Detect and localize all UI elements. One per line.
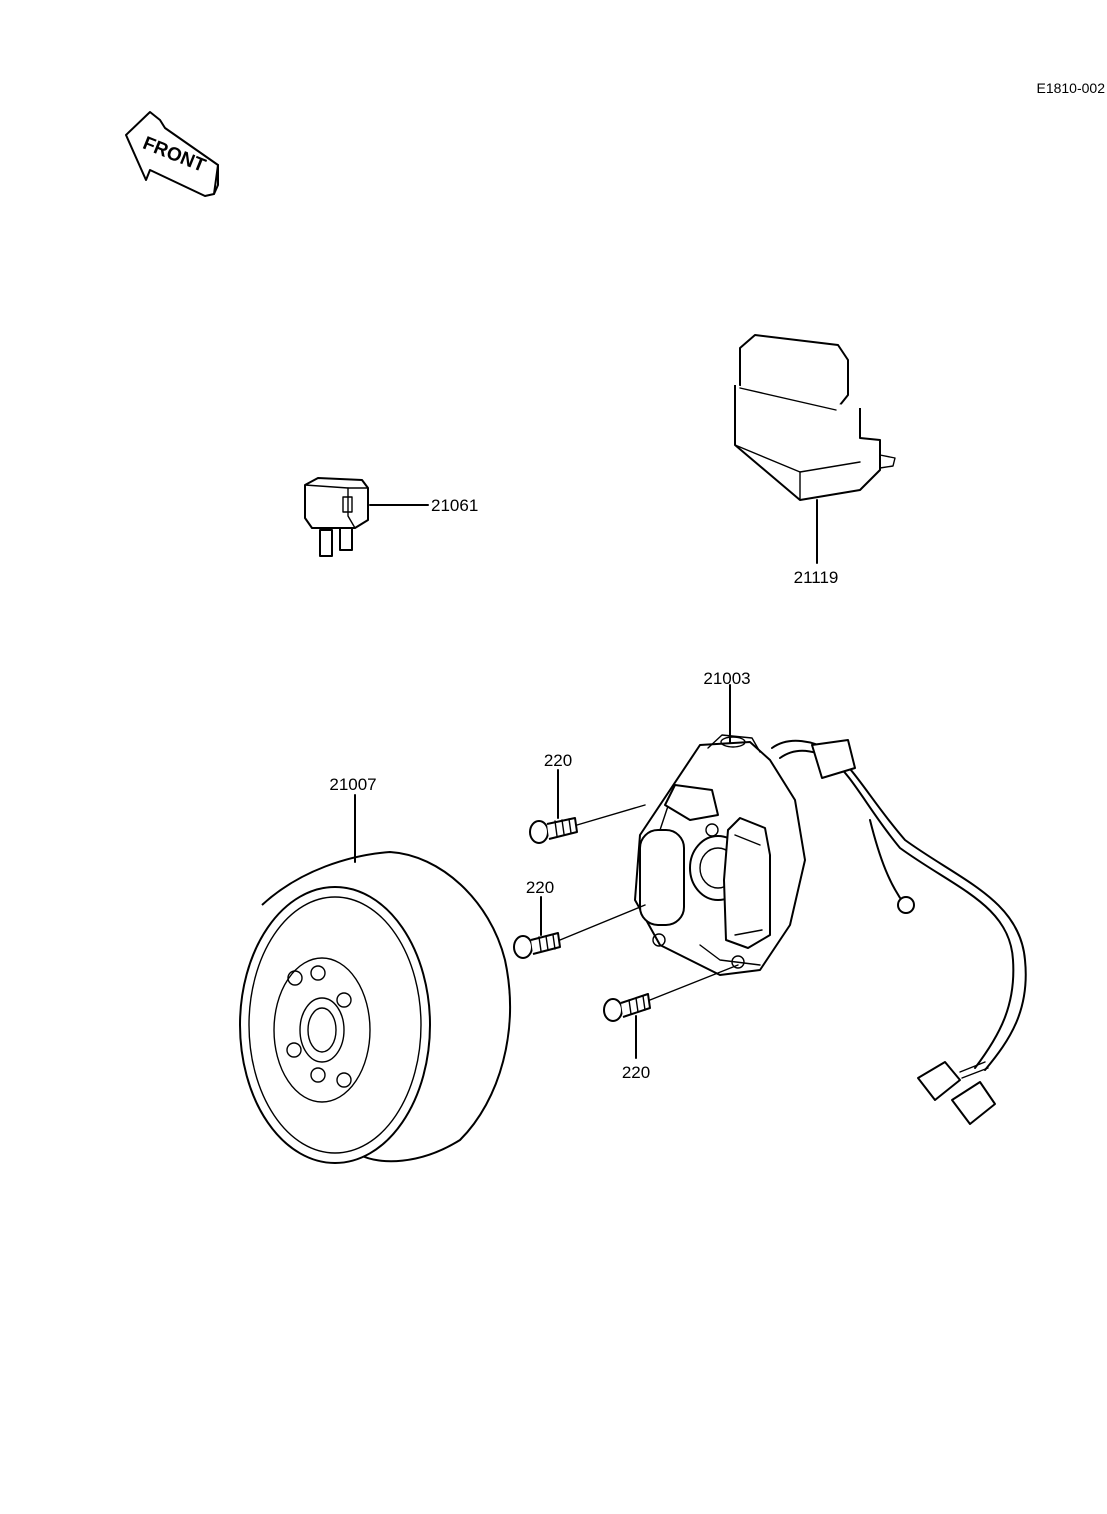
wiring-harness <box>771 739 1027 1125</box>
rotor-part <box>239 794 511 1164</box>
label-220-bottom: 220 <box>622 1063 650 1082</box>
label-21119: 21119 <box>794 568 839 587</box>
label-220-middle: 220 <box>526 878 554 897</box>
diagram-code: E1810-002 <box>1036 80 1105 96</box>
relay-part <box>304 477 429 557</box>
screw-top <box>529 769 646 844</box>
stator-part <box>634 684 806 976</box>
label-21007: 21007 <box>329 775 376 794</box>
front-arrow-icon: FRONT <box>125 111 219 197</box>
label-21003: 21003 <box>703 669 750 688</box>
screw-bottom <box>603 964 739 1059</box>
label-21061: 21061 <box>431 496 478 515</box>
screw-middle <box>513 896 646 959</box>
regulator-part <box>734 334 896 564</box>
label-220-top: 220 <box>544 751 572 770</box>
